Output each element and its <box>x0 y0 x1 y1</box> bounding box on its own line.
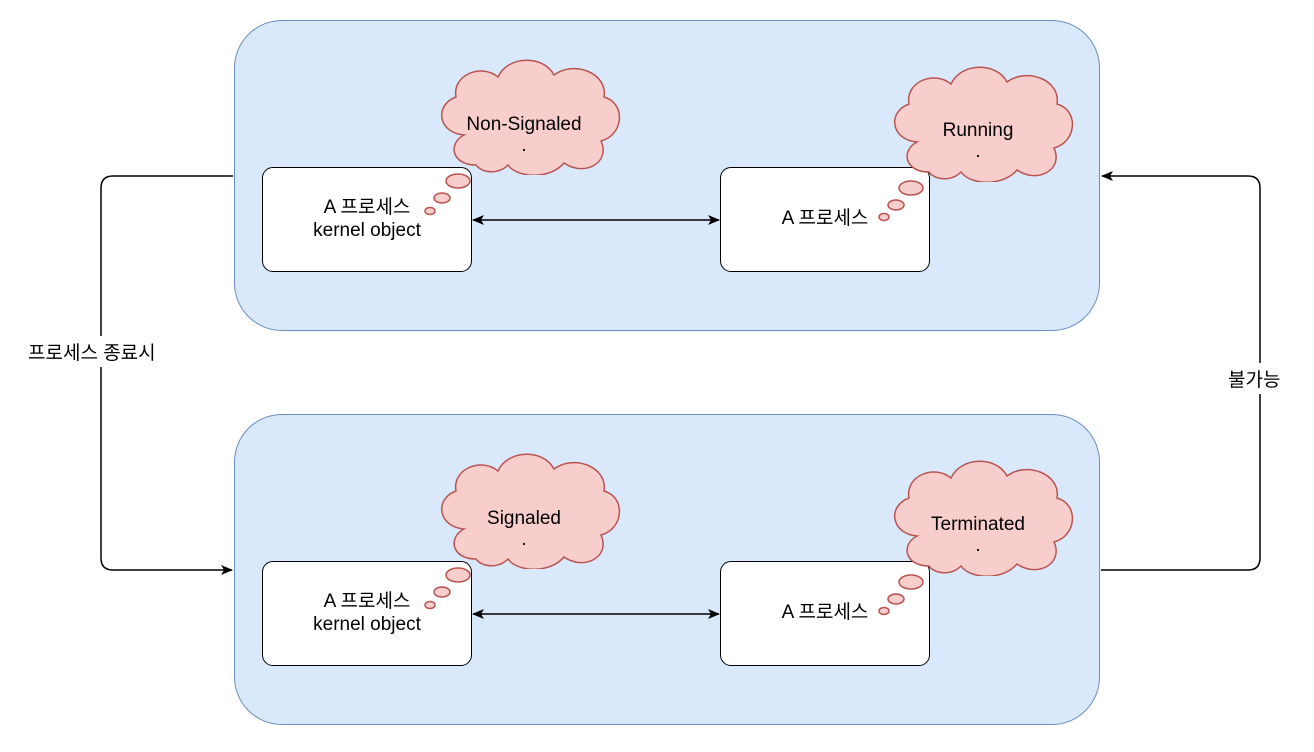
edge-label-impossible: 불가능 <box>1226 363 1283 394</box>
cloud-text: Terminated <box>931 514 1025 535</box>
cloud-text: Signaled <box>487 508 561 529</box>
cloud-text: Non-Signaled <box>466 114 582 135</box>
cloud-text: Running <box>942 120 1014 141</box>
process-box-title: A 프로세스 <box>781 602 869 624</box>
cloud-dot: . <box>521 528 527 550</box>
cloud-dot: . <box>975 534 981 556</box>
terminate-transition-arrow <box>100 175 233 575</box>
kernel-box-subtitle: kernel object <box>313 219 421 241</box>
cloud-dot: . <box>975 140 981 162</box>
kernel-box-subtitle: kernel object <box>313 613 421 635</box>
cloud-label-terminated: Terminated . <box>908 514 1048 557</box>
cloud-label-signaled: Signaled . <box>454 508 594 551</box>
process-box-top: A 프로세스 <box>720 167 930 272</box>
kernel-box-title: A 프로세스 <box>323 590 411 612</box>
edge-label-terminate: 프로세스 종료시 <box>26 336 158 367</box>
cloud-label-running: Running . <box>908 120 1048 163</box>
cloud-label-non-signaled: Non-Signaled . <box>454 114 594 157</box>
kernel-object-box-bottom: A 프로세스 kernel object <box>262 561 472 666</box>
cloud-dot: . <box>521 134 527 156</box>
kernel-object-box-top: A 프로세스 kernel object <box>262 167 472 272</box>
process-box-title: A 프로세스 <box>781 208 869 230</box>
process-box-bottom: A 프로세스 <box>720 561 930 666</box>
kernel-box-title: A 프로세스 <box>323 196 411 218</box>
